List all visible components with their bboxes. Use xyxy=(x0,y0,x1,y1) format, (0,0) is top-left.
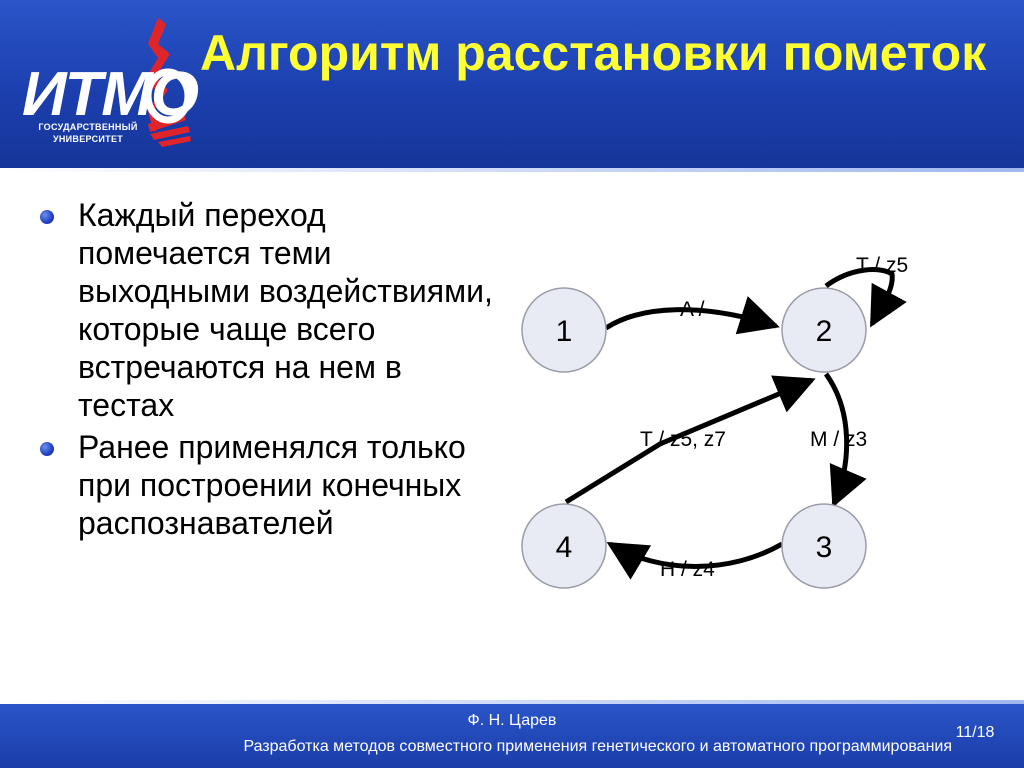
state-node-3: 3 xyxy=(781,503,867,589)
slide-footer xyxy=(0,704,1024,768)
state-label-4: 4 xyxy=(556,531,573,564)
transition-label-1-to-2: A / xyxy=(680,298,705,321)
state-node-1: 1 xyxy=(521,287,607,373)
footer-author: Ф. Н. Царев xyxy=(467,712,557,729)
bullet-dot-icon xyxy=(40,442,54,456)
logo-wordmark: ИТМО xyxy=(22,60,199,129)
state-label-3: 3 xyxy=(816,531,833,564)
transition-4-to-2 xyxy=(564,375,816,505)
state-node-4: 4 xyxy=(521,503,607,589)
bullet-item: Ранее применялся только при построении к… xyxy=(36,428,496,542)
transition-label-3-to-4: H / z4 xyxy=(660,558,715,581)
bullet-text: Ранее применялся только при построении к… xyxy=(78,429,466,541)
logo-subtitle-line2: УНИВЕРСИТЕТ xyxy=(52,134,124,144)
state-label-2: 2 xyxy=(816,315,833,348)
state-label-1: 1 xyxy=(556,315,573,348)
page-number: 11/18 xyxy=(955,724,995,741)
header-divider xyxy=(0,168,1024,172)
transition-label-2-self: T / z5 xyxy=(856,254,908,277)
state-diagram: 1 2 3 4 A / T / z5 M / z3 H / z4 T / z5,… xyxy=(521,254,908,589)
bullet-dot-icon xyxy=(40,210,54,224)
transition-2-self-loop xyxy=(824,267,907,328)
state-node-2: 2 xyxy=(781,287,867,373)
bullet-text: Каждый переход помечается теми выходными… xyxy=(78,197,493,423)
transition-label-4-to-2: T / z5, z7 xyxy=(640,428,726,451)
transition-3-to-4 xyxy=(606,541,784,580)
footer-topic: Разработка методов совместного применени… xyxy=(243,738,952,755)
bullet-item: Каждый переход помечается теми выходными… xyxy=(36,196,496,424)
transition-1-to-2 xyxy=(604,296,780,335)
itmo-logo-emblem-icon xyxy=(144,18,192,147)
transition-2-to-3 xyxy=(823,372,867,508)
footer-divider xyxy=(0,700,1024,704)
logo-subtitle-line1: ГОСУДАРСТВЕННЫЙ xyxy=(38,122,138,132)
transition-label-2-to-3: M / z3 xyxy=(810,428,867,451)
bullet-list: Каждый переход помечается теми выходными… xyxy=(36,196,496,546)
itmo-logo: ИТМО ГОСУДАРСТВЕННЫЙ УНИВЕРСИТЕТ xyxy=(8,14,199,154)
slide-title: Алгоритм расстановки пометок xyxy=(200,25,987,81)
